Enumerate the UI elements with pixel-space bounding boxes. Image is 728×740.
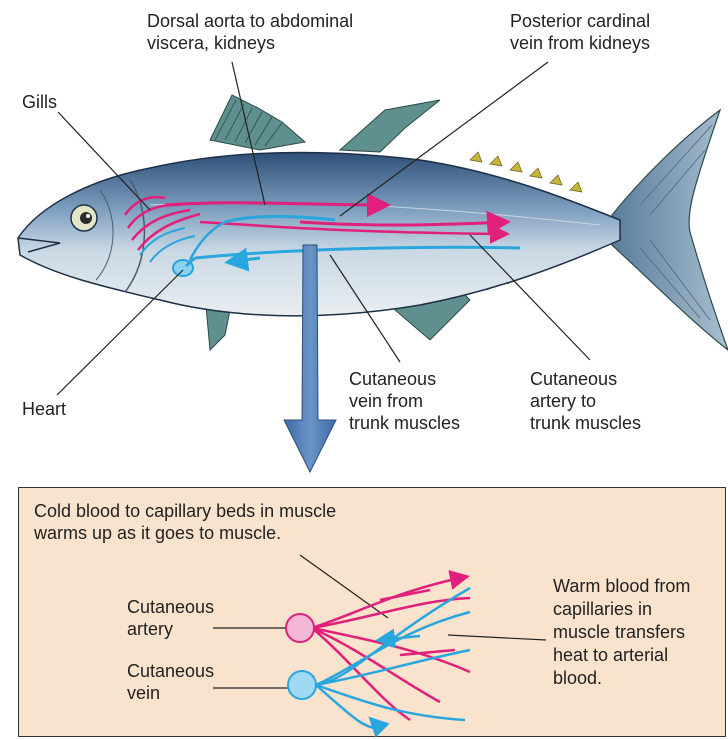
inset-warm-blood-note: Warm blood from capillaries in muscle tr…: [553, 575, 690, 690]
label-heart: Heart: [22, 398, 66, 420]
label-dorsal-aorta: Dorsal aorta to abdominal viscera, kidne…: [147, 10, 353, 54]
label-cutaneous-vein: Cutaneous vein from trunk muscles: [349, 368, 460, 434]
inset-caption: Cold blood to capillary beds in muscle w…: [34, 500, 336, 544]
label-gills: Gills: [22, 91, 57, 113]
label-cutaneous-artery: Cutaneous artery to trunk muscles: [530, 368, 641, 434]
label-posterior-cardinal-vein: Posterior cardinal vein from kidneys: [510, 10, 650, 54]
inset-label-artery: Cutaneous artery: [127, 596, 214, 640]
inset-label-vein: Cutaneous vein: [127, 660, 214, 704]
inset-artery-circle: [286, 614, 314, 642]
inset-vein-circle: [288, 671, 316, 699]
